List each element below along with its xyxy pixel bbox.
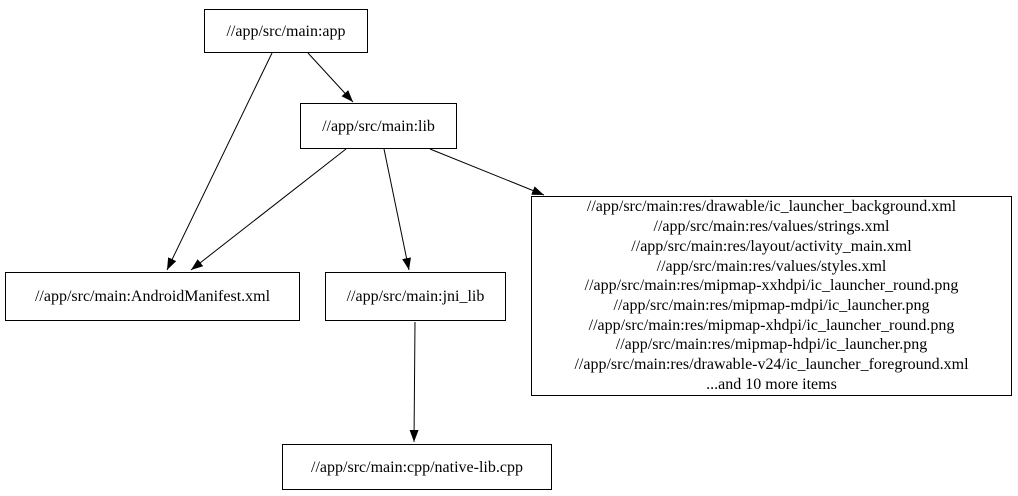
edge-lib-to-jni-lib xyxy=(383,148,411,271)
node-app-label: //app/src/main:app xyxy=(226,22,346,40)
node-lib-label: //app/src/main:lib xyxy=(322,117,435,135)
edge-lib-to-android-manifest xyxy=(190,148,347,271)
node-res-group: //app/src/main:res/drawable/ic_launcher_… xyxy=(531,196,1012,396)
node-android-manifest: //app/src/main:AndroidManifest.xml xyxy=(5,272,300,321)
node-native-lib-cpp-label: //app/src/main:cpp/native-lib.cpp xyxy=(311,458,523,476)
node-app: //app/src/main:app xyxy=(204,9,368,53)
node-jni-lib-label: //app/src/main:jni_lib xyxy=(346,288,485,305)
edge-jni-lib-to-native-lib xyxy=(409,321,419,443)
node-android-manifest-label: //app/src/main:AndroidManifest.xml xyxy=(34,288,271,305)
edge-app-to-lib xyxy=(307,52,354,103)
node-jni-lib: //app/src/main:jni_lib xyxy=(325,272,506,321)
edge-app-to-android-manifest xyxy=(166,52,273,271)
edge-lib-to-res-group xyxy=(429,148,545,196)
node-native-lib-cpp: //app/src/main:cpp/native-lib.cpp xyxy=(282,444,552,490)
node-lib: //app/src/main:lib xyxy=(300,103,457,149)
node-res-group-label: //app/src/main:res/drawable/ic_launcher_… xyxy=(574,198,969,393)
